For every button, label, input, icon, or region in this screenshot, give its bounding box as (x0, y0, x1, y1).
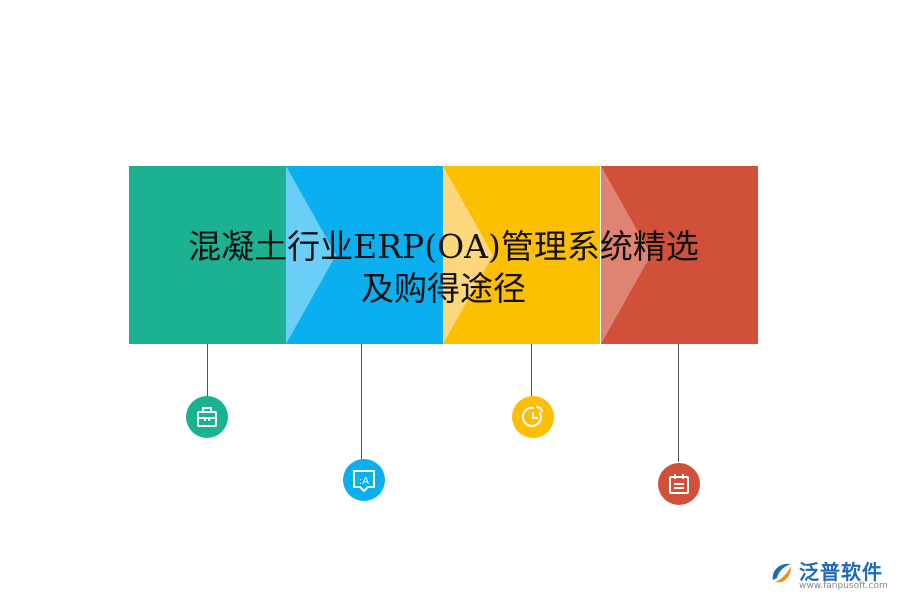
step-band-1 (129, 166, 286, 344)
translate-chat-icon: :A (353, 470, 375, 493)
connector-line-3 (531, 344, 532, 396)
fanpu-logo-mark-icon (772, 563, 791, 583)
briefcase-icon (197, 407, 217, 427)
fanpu-logo: 泛普软件 www.fanpusoft.com (767, 556, 892, 596)
diagram-title: 混凝土行业ERP(OA)管理系统精选 及购得途径 (129, 226, 758, 310)
connector-line-4 (678, 344, 679, 462)
logo-name: 泛普软件 (799, 560, 883, 584)
title-line-1: 混凝土行业ERP(OA)管理系统精选 (188, 227, 699, 266)
svg-text::A: :A (359, 476, 369, 487)
connector-line-2 (361, 344, 362, 459)
chevron-arrow-1 (286, 166, 336, 344)
chevron-arrow-2 (443, 166, 493, 344)
calendar-icon (669, 474, 689, 494)
step-3-node (512, 396, 554, 438)
step-2-node: :A (343, 459, 385, 501)
refresh-clock-icon (521, 406, 543, 427)
step-4-node (658, 463, 700, 505)
chevron-arrow-3 (601, 166, 651, 344)
connector-line-1 (207, 344, 208, 396)
step-1-node (186, 396, 228, 438)
logo-url: www.fanpusoft.com (799, 581, 888, 591)
title-line-2: 及购得途径 (361, 269, 526, 308)
